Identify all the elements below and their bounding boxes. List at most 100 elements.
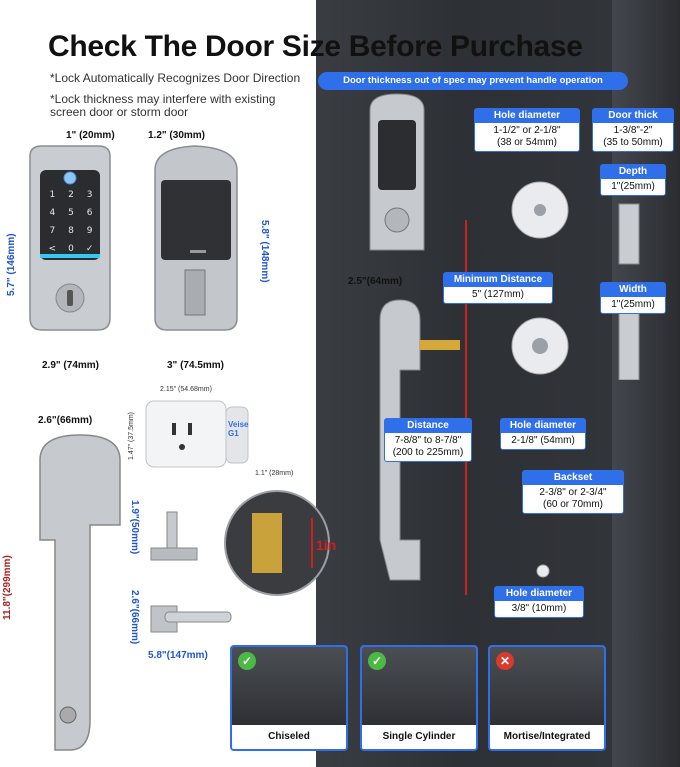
install-card-label: Chiseled [232, 725, 346, 749]
callout-body: 2-3/8" or 2-3/4"(60 or 70mm) [539, 487, 607, 510]
hole-bottom-svg [536, 564, 550, 578]
callout-depth: Depth 1"(25mm) [600, 164, 666, 196]
lever-rose [150, 605, 178, 633]
callout-body: 1"(25mm) [611, 181, 655, 192]
installed-key-cylinder [384, 207, 410, 233]
hole-top-center [534, 204, 546, 216]
keypad-key: 6 [86, 208, 93, 218]
latch-zoom-svg [224, 490, 330, 596]
callout-body: 5" (127mm) [472, 289, 524, 300]
dim-back-depth: 1.2" (30mm) [148, 130, 205, 141]
hole-top-svg [511, 181, 569, 239]
dim-front-depth: 1" (20mm) [66, 130, 115, 141]
callout-backset: Backset 2-3/8" or 2-3/4"(60 or 70mm) [522, 470, 624, 514]
callout-title: Depth [601, 165, 665, 179]
door-edge-line [465, 220, 467, 595]
install-card-mortise: ✕ Mortise/Integrated [488, 645, 606, 751]
fingerprint-icon [63, 171, 77, 185]
callout-title: Hole diameter [501, 419, 585, 433]
plug-side [225, 406, 249, 464]
spindle-base [150, 547, 198, 561]
outlet-brand: Veise G1 [228, 420, 249, 438]
battery-slot [190, 250, 206, 253]
spindle-svg [150, 511, 198, 561]
dim-back-width: 3" (74.5mm) [167, 360, 224, 371]
door-spec-banner: Door thickness out of spec may prevent h… [318, 72, 628, 90]
check-icon: ✓ [238, 652, 256, 670]
lever-svg [150, 605, 232, 633]
dim-outlet-height: 1.47" (37.5mm) [128, 411, 135, 460]
callout-body: 1"(25mm) [611, 299, 655, 310]
callout-body: 3/8" (10mm) [511, 603, 567, 614]
installed-latch [420, 340, 460, 350]
callout-title: Minimum Distance [444, 273, 552, 287]
callout-title: Door thick [593, 109, 673, 123]
callout-title: Distance [385, 419, 471, 433]
note-thickness: *Lock thickness may interfere with exist… [50, 92, 276, 119]
keypad-key: 3 [86, 190, 93, 200]
callout-hole-diameter-bottom: Hole diameter 3/8" (10mm) [494, 586, 584, 618]
keypad-key: 2 [68, 190, 74, 200]
dim-spindle-height: 1.9"(50mm) [129, 500, 140, 555]
install-card-label: Mortise/Integrated [490, 725, 604, 749]
callout-body: 2-1/8" (54mm) [511, 435, 575, 446]
keypad-key: < [48, 244, 57, 254]
lock-back-svg [154, 145, 238, 331]
latch-mechanism [252, 513, 282, 573]
deadbolt-latch [618, 203, 640, 265]
insert-length-label: 1in [316, 537, 337, 553]
note-direction: *Lock Automatically Recognizes Door Dire… [50, 71, 301, 85]
callout-min-distance: Minimum Distance 5" (127mm) [443, 272, 553, 304]
keypad-key: 8 [68, 226, 74, 236]
keypad-panel [40, 170, 100, 260]
x-icon: ✕ [496, 652, 514, 670]
dim-outlet-depth: 1.1" (28mm) [255, 470, 294, 477]
page-title: Check The Door Size Before Purchase [48, 30, 583, 63]
keypad-key: ✓ [85, 244, 94, 254]
dim-lever-height: 2.6"(66mm) [129, 590, 140, 645]
lock-front-svg [29, 145, 111, 331]
keypad-key: 1 [49, 190, 56, 200]
callout-title: Hole diameter [475, 109, 579, 123]
installed-keypad-svg [369, 93, 425, 251]
install-card-chiseled: ✓ Chiseled [230, 645, 348, 751]
callout-title: Width [601, 283, 665, 297]
check-icon: ✓ [368, 652, 386, 670]
dim-front-height: 5.7" (146mm) [6, 233, 17, 296]
dim-back-height: 5.8" (148mm) [259, 220, 270, 283]
dim-lever-width: 5.8"(147mm) [148, 650, 208, 661]
callout-hole-diameter-top: Hole diameter 1-1/2" or 2-1/8"(38 or 54m… [474, 108, 580, 152]
callout-hole-diameter-mid: Hole diameter 2-1/8" (54mm) [500, 418, 586, 450]
installed-keypad-panel [378, 120, 416, 190]
callout-body: 1-3/8"-2"(35 to 50mm) [603, 125, 663, 148]
spindle-bar [166, 511, 178, 553]
callout-body: 7-8/8" to 8-7/8"(200 to 225mm) [392, 435, 464, 458]
keypad-key: 9 [86, 226, 93, 236]
dim-handle-top-width: 2.6"(66mm) [38, 415, 93, 426]
handle-screw [59, 706, 77, 724]
outlet-ground [179, 444, 185, 450]
keypad-key: 7 [49, 226, 56, 236]
smart-plug-svg [145, 400, 249, 468]
callout-width: Width 1"(25mm) [600, 282, 666, 314]
handle-body [39, 434, 121, 751]
battery-cover [161, 180, 231, 260]
latch-parts-svg [618, 203, 640, 380]
dim-handle-depth: 2.5"(64mm) [348, 276, 403, 287]
callout-distance: Distance 7-8/8" to 8-7/8"(200 to 225mm) [384, 418, 472, 462]
keyhole-icon [67, 290, 73, 306]
dim-outlet-width: 2.15" (54.68mm) [160, 386, 212, 393]
keypad-key: 5 [68, 208, 74, 218]
callout-title: Backset [523, 471, 623, 485]
callout-body: 1-1/2" or 2-1/8"(38 or 54mm) [493, 125, 561, 148]
install-card-label: Single Cylinder [362, 725, 476, 749]
hole-mid-center [532, 338, 548, 354]
door-latch [618, 309, 640, 380]
plug-front [145, 400, 227, 468]
install-card-single-cylinder: ✓ Single Cylinder [360, 645, 478, 751]
callout-title: Hole diameter [495, 587, 583, 601]
hole-mid-svg [511, 317, 569, 375]
hole-bottom-circle [536, 564, 550, 578]
dim-handle-height: 11.8"(299mm) [2, 555, 13, 620]
